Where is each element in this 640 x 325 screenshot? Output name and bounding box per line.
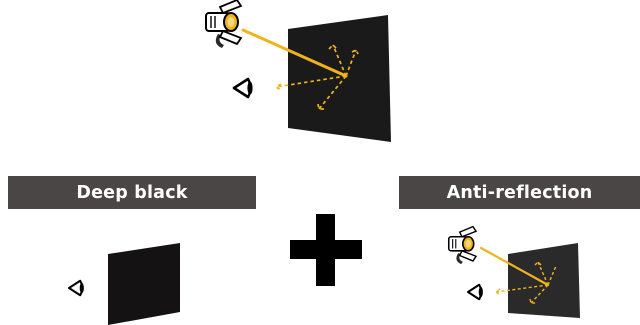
- eye-icon: [466, 283, 484, 301]
- eye-icon: [67, 279, 85, 297]
- deep-black-label-text: Deep black: [76, 182, 188, 203]
- spotlight-icon: [205, 0, 242, 49]
- anti-reflection-label: Anti-reflection: [399, 176, 640, 209]
- light-ray: [241, 28, 348, 78]
- scattered-reflections: [274, 43, 359, 110]
- deep-black-label: Deep black: [8, 176, 256, 209]
- anti-reflection-panel: [508, 243, 580, 318]
- main-panel: [288, 15, 391, 142]
- deep-black-panel: [108, 243, 180, 325]
- spotlight-icon: [447, 225, 477, 265]
- light-ray: [479, 246, 550, 287]
- plus-icon: [290, 214, 362, 286]
- scattered-reflections: [494, 261, 557, 304]
- eye-icon: [232, 77, 254, 99]
- anti-reflection-label-text: Anti-reflection: [446, 182, 593, 203]
